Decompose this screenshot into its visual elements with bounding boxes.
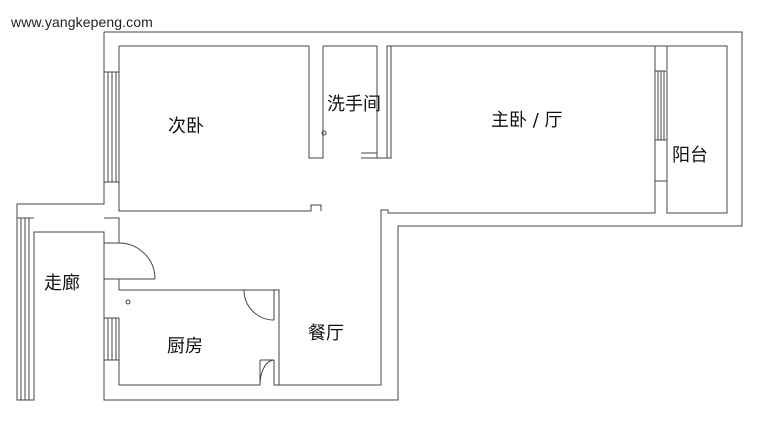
kitchen-label: 厨房 <box>167 336 203 357</box>
master-bedroom-wall <box>387 46 392 159</box>
second-bedroom-wall <box>119 45 324 159</box>
dining-room-label: 餐厅 <box>308 323 344 344</box>
kitchen-window <box>103 317 120 361</box>
bathroom-label: 洗手间 <box>327 94 381 115</box>
second-bedroom-label: 次卧 <box>168 116 204 137</box>
bathroom-fixture-icon <box>321 130 327 136</box>
entrance-door <box>104 217 156 280</box>
balcony-label: 阳台 <box>672 145 708 166</box>
outer-wall <box>16 31 743 401</box>
kitchen-door <box>243 289 275 321</box>
website-url: www.yangkepeng.com <box>11 14 153 30</box>
corridor-window <box>17 217 34 400</box>
kitchen-wall <box>104 278 244 291</box>
second-bedroom-bottom-wall <box>118 46 322 212</box>
kitchen-lower-door <box>259 359 275 386</box>
balcony-window <box>654 70 668 141</box>
master-bedroom-label: 主卧 / 厅 <box>491 110 563 131</box>
second-bedroom-window <box>103 71 120 183</box>
corridor-label: 走廊 <box>44 273 80 294</box>
dining-wall <box>274 218 382 386</box>
kitchen-fixture-icon <box>125 299 131 305</box>
master-bedroom-bottom-wall <box>380 45 728 218</box>
